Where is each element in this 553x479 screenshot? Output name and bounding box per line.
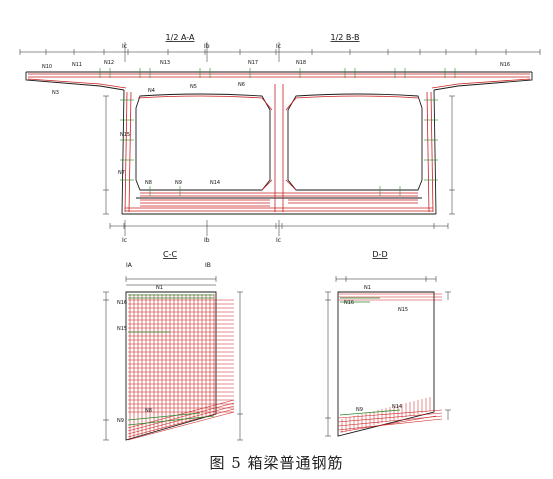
cc-outline xyxy=(125,291,217,441)
section-c-c-title: C-C xyxy=(163,250,177,259)
dd-top-dimension xyxy=(335,276,437,282)
figure-caption: 图 5 箱梁普通钢筋 xyxy=(209,454,344,472)
bar-label: N1 xyxy=(156,285,163,291)
section-d-d-title: D-D xyxy=(372,250,387,259)
bar-label: N6 xyxy=(238,82,245,88)
cut-label: Ic xyxy=(122,237,127,244)
dd-left-dimension xyxy=(325,291,331,437)
top-cut-markers: Ic Ib Ic xyxy=(122,42,281,62)
cc-right-dimension xyxy=(237,291,243,441)
bar-label: N9 xyxy=(356,407,363,413)
dd-bottom-ticks xyxy=(341,397,431,433)
dd-outline xyxy=(337,291,435,437)
bar-label: N10 xyxy=(42,64,52,70)
dd-bar-labels: N1 N16 N15 N9 N14 xyxy=(344,285,408,413)
section-c-c: C-C IA IB xyxy=(103,250,243,441)
section-d-d: D-D xyxy=(325,250,451,437)
bar-label: N8 xyxy=(145,180,152,186)
cut-label: Ic xyxy=(122,43,127,50)
left-half-title: 1/2 A-A xyxy=(166,33,195,42)
right-height-dimension xyxy=(449,95,455,215)
section-c-c-right-marker: IB xyxy=(205,262,211,269)
bar-label: N18 xyxy=(296,60,306,66)
bar-label: N1 xyxy=(364,285,371,291)
bar-label: N3 xyxy=(52,90,59,96)
cc-bottom-bar xyxy=(127,408,235,438)
dd-top-stirrups xyxy=(340,297,380,303)
main-cross-section: 1/2 A-A 1/2 B-B Ic Ib Ic xyxy=(19,33,541,244)
bar-label: N15 xyxy=(398,307,408,313)
bar-label: N14 xyxy=(210,180,220,186)
cc-bottom-bar xyxy=(127,405,235,435)
bar-label: N9 xyxy=(117,418,124,424)
concrete-outline xyxy=(25,71,533,215)
cc-top-dimension xyxy=(125,276,217,286)
main-bar-labels: N3 N4 N5 N6 N7 N8 N9 N10 N11 N12 N13 N14… xyxy=(42,60,510,186)
bar-label: N15 xyxy=(117,326,127,332)
bar-label: N14 xyxy=(392,404,402,410)
bar-label: N16 xyxy=(500,62,510,68)
bar-label: N4 xyxy=(148,88,155,94)
cc-rebar-grid xyxy=(127,294,235,441)
cc-bottom-bar xyxy=(127,411,235,441)
cut-label: Ic xyxy=(276,237,281,244)
dd-right-dimension xyxy=(445,291,451,420)
dd-bottom-stirrups xyxy=(339,409,401,416)
stirrup-ticks xyxy=(99,68,456,196)
right-half-title: 1/2 B-B xyxy=(331,33,360,42)
bar-label: N17 xyxy=(248,60,258,66)
bar-label: N12 xyxy=(104,60,114,66)
bar-label: N15 xyxy=(120,132,130,138)
bar-label: N13 xyxy=(160,60,170,66)
dd-top-rebars xyxy=(338,293,442,301)
bar-label: N7 xyxy=(118,170,125,176)
bar-label: N16 xyxy=(344,300,354,306)
cc-left-dimension xyxy=(103,291,109,441)
cc-stirrups xyxy=(127,294,215,426)
cc-bar-labels: N1 N15 N16 N9 N8 xyxy=(117,285,163,424)
bar-label: N9 xyxy=(175,180,182,186)
bar-label: N16 xyxy=(117,300,127,306)
bottom-cut-markers: Ic Ib Ic xyxy=(122,220,281,244)
cut-label: Ic xyxy=(276,43,281,50)
bar-label: N8 xyxy=(145,408,152,414)
bar-label: N5 xyxy=(190,84,197,90)
left-height-dimension xyxy=(103,95,109,215)
bar-label: N11 xyxy=(72,62,82,68)
main-rebars xyxy=(27,73,531,213)
cut-label: Ib xyxy=(204,237,210,244)
cc-bottom-bar xyxy=(127,402,235,432)
top-dimension-line xyxy=(19,49,541,55)
section-c-c-left-marker: IA xyxy=(126,262,133,269)
